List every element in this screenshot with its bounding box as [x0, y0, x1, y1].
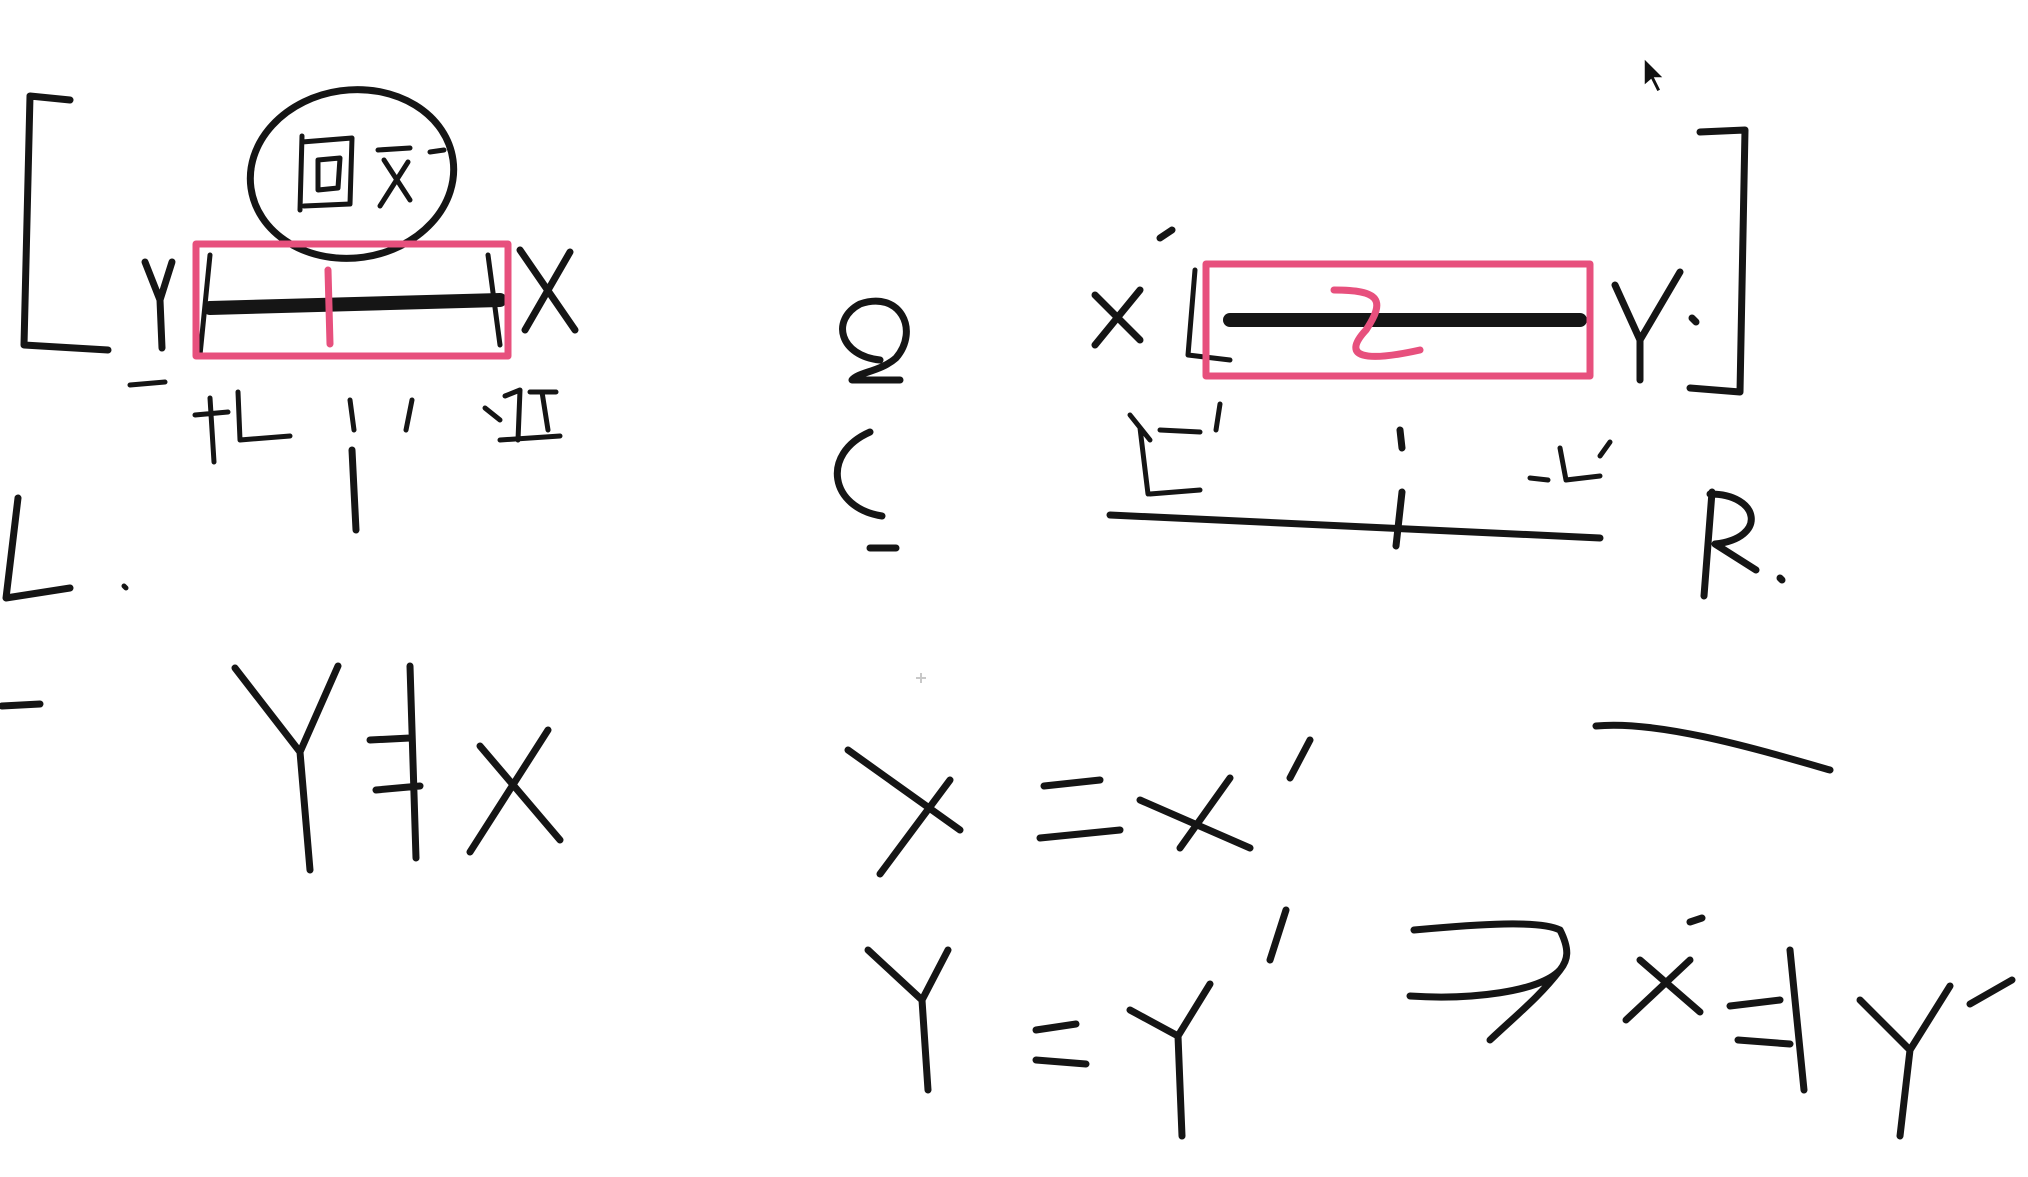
mouse-pointer-icon: [1643, 56, 1666, 94]
middle-symbols: [833, 297, 910, 552]
x-prime-eq-right: [1136, 736, 1314, 852]
y-prime-eq-right: [1126, 906, 1290, 1140]
tick-left: [348, 446, 360, 534]
highlight-annotations: [192, 240, 1594, 380]
bottom-equations: [231, 662, 2016, 1140]
x-prime-final: [1622, 914, 1706, 1024]
tick-right: [1392, 426, 1406, 550]
x-prime-letter: [1091, 226, 1176, 349]
left-diagram: [0, 86, 579, 710]
right-bracket: [1686, 126, 1749, 396]
l-letter: [2, 494, 74, 602]
circled-character-strokes: [297, 133, 447, 213]
dot-left: [121, 583, 129, 591]
y-eq-left: [864, 946, 952, 1094]
x-big-left: [466, 726, 564, 856]
left-bracket: [20, 92, 112, 354]
right-diagram: [1091, 126, 1786, 600]
circled-character: [246, 86, 458, 262]
line-under-right: [1106, 511, 1604, 542]
bar-left-edge: [197, 252, 503, 358]
highlight-box-left: [192, 240, 512, 360]
y-prime-letter: [1611, 268, 1700, 384]
x-letter-left: [516, 246, 579, 334]
y-letter-left: [141, 258, 176, 352]
highlight-mark-right: [1330, 286, 1424, 360]
bracket-open-right: [1185, 267, 1233, 363]
not-equal-final: [1726, 946, 1808, 1094]
q-symbol: [839, 297, 910, 384]
highlight-box-right: [1202, 260, 1594, 380]
crosshair-icon: [916, 673, 926, 683]
r-letter: [1700, 488, 1786, 600]
equals-2: [1032, 1020, 1090, 1068]
dash-left: [0, 700, 44, 710]
equals-1: [1036, 776, 1124, 842]
less-than-symbol: [833, 428, 900, 552]
not-equal-left: [366, 662, 424, 862]
overline-right: [1592, 721, 1834, 774]
implies-arrow: [1406, 920, 1571, 1044]
marks-under-bar-left: [127, 379, 563, 465]
highlight-mark-left: [324, 266, 334, 348]
bar-left: [203, 293, 507, 315]
y-prime-final: [1856, 976, 2016, 1140]
y-big-left: [231, 662, 342, 874]
marks-under-bar-right: [1127, 401, 1613, 497]
x-eq-left: [844, 746, 964, 878]
